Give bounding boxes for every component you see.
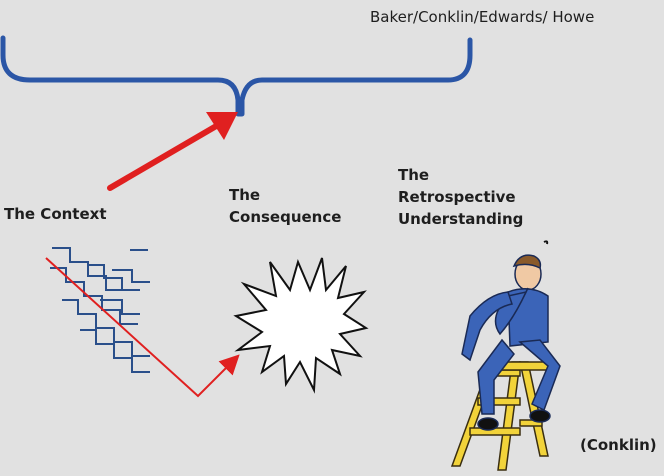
explosion-icon	[233, 257, 369, 394]
red-arrow-icon	[107, 112, 238, 191]
label-retrospective: The Retrospective Understanding	[398, 164, 523, 230]
label-retrospective-line3: Understanding	[398, 210, 524, 228]
thinking-man-icon	[461, 254, 561, 431]
ladder-icon	[450, 361, 554, 471]
staircase-icon	[50, 247, 150, 373]
label-retrospective-line2: Retrospective	[398, 188, 516, 206]
authors-credit: Baker/Conklin/Edwards/ Howe	[370, 8, 595, 26]
label-context: The Context	[4, 205, 107, 223]
label-consequence-line2: Consequence	[229, 208, 342, 226]
label-consequence-line1: The	[229, 186, 261, 204]
brace-icon	[0, 35, 473, 117]
image-credit: (Conklin)	[580, 436, 657, 454]
thought-mark	[543, 240, 549, 245]
label-retrospective-line1: The	[398, 166, 430, 184]
red-path-arrow	[45, 257, 240, 398]
label-consequence: The Consequence	[229, 184, 341, 228]
